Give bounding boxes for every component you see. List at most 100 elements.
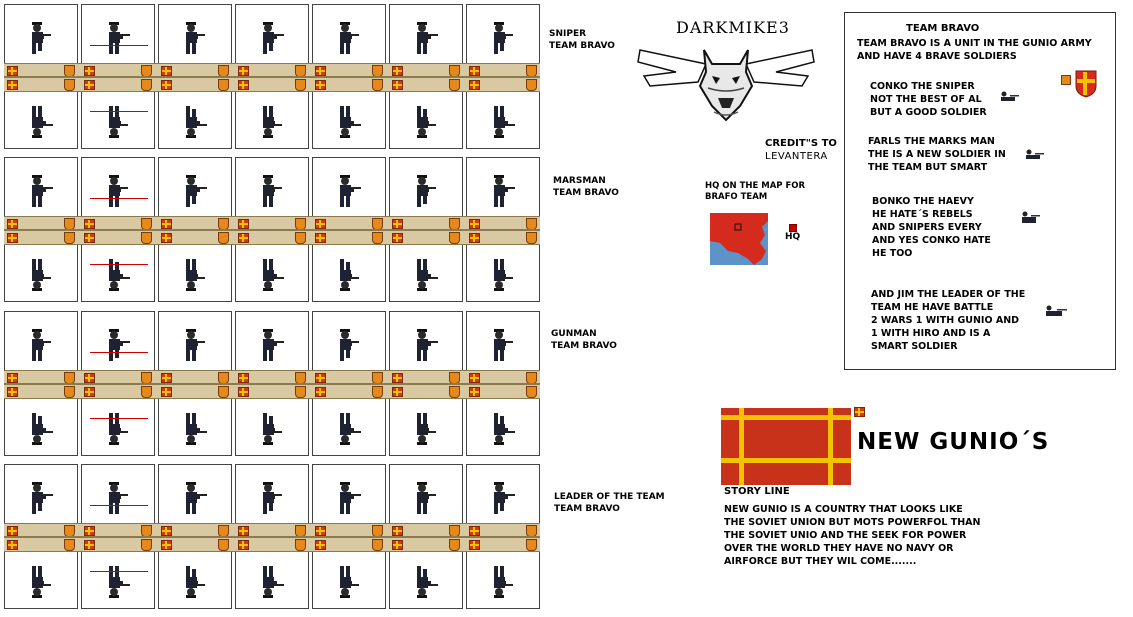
mini-flag-icon bbox=[161, 526, 172, 536]
soldier-icon bbox=[23, 174, 53, 212]
soldier-icon bbox=[23, 254, 53, 292]
shield-icon bbox=[526, 65, 537, 77]
hq-marker-icon bbox=[734, 223, 742, 231]
credits: CREDIT"S TO LEVANTERA bbox=[765, 137, 837, 163]
shield-icon bbox=[295, 539, 306, 551]
mini-flag-icon bbox=[84, 373, 95, 383]
story-line: OVER THE WORLD THEY HAVE NO NAVY OR bbox=[724, 543, 954, 554]
mini-flag-icon bbox=[392, 66, 403, 76]
mini-flag-icon bbox=[469, 373, 480, 383]
mini-flag-icon bbox=[161, 540, 172, 550]
aim-line bbox=[90, 198, 148, 199]
mini-flag-icon bbox=[7, 387, 18, 397]
shield-icon bbox=[526, 232, 537, 244]
shield-icon bbox=[449, 232, 460, 244]
shield-icon bbox=[372, 386, 383, 398]
mini-flag-icon bbox=[161, 66, 172, 76]
soldier-icon bbox=[331, 101, 361, 139]
shield-icon bbox=[526, 386, 537, 398]
mini-flag-icon bbox=[315, 540, 326, 550]
soldier-icon bbox=[100, 328, 130, 366]
counter-sheet bbox=[4, 157, 540, 306]
soldier-icon bbox=[331, 561, 361, 599]
soldier-icon bbox=[100, 408, 130, 446]
mini-flag-icon bbox=[84, 387, 95, 397]
mini-flag-icon bbox=[84, 526, 95, 536]
winged-dog-icon bbox=[637, 49, 815, 122]
member-line: AND SNIPERS EVERY bbox=[872, 222, 982, 233]
soldier-icon bbox=[100, 101, 130, 139]
shield-icon bbox=[64, 65, 75, 77]
soldier-icon bbox=[177, 101, 207, 139]
role-line: GUNMAN bbox=[551, 329, 597, 339]
mini-flag-icon bbox=[392, 233, 403, 243]
member-line: CONKO THE SNIPER bbox=[870, 81, 975, 92]
soldier-icon bbox=[254, 101, 284, 139]
counter-sheet bbox=[4, 311, 540, 460]
mini-flag-icon bbox=[238, 373, 249, 383]
intro-line: AND HAVE 4 BRAVE SOLDIERS bbox=[857, 51, 1017, 62]
mini-flag-icon bbox=[315, 373, 326, 383]
soldier-icon bbox=[254, 254, 284, 292]
soldier-icon bbox=[408, 328, 438, 366]
soldier-icon bbox=[254, 328, 284, 366]
soldier-icon bbox=[23, 101, 53, 139]
soldier-icon bbox=[254, 561, 284, 599]
aim-line bbox=[90, 571, 148, 572]
counter-strip bbox=[4, 523, 540, 552]
shield-icon bbox=[218, 65, 229, 77]
soldier-icon bbox=[177, 408, 207, 446]
soldier-icon bbox=[177, 174, 207, 212]
counter-strip bbox=[4, 370, 540, 399]
mini-flag-icon bbox=[161, 373, 172, 383]
member-jim: AND JIM THE LEADER OF THE TEAM HE HAVE B… bbox=[871, 288, 1025, 353]
hq-legend-label: HQ bbox=[785, 232, 801, 242]
map-caption-line: HQ ON THE MAP FOR bbox=[705, 181, 806, 191]
soldier-icon bbox=[408, 21, 438, 59]
shield-icon bbox=[526, 218, 537, 230]
story-line: THE SOVIET UNIO AND THE SEEK FOR POWER bbox=[724, 530, 967, 541]
soldier-icon bbox=[23, 328, 53, 366]
mini-flag-icon bbox=[469, 387, 480, 397]
shield-icon bbox=[218, 372, 229, 384]
soldier-icon bbox=[23, 481, 53, 519]
counter-sheet bbox=[4, 4, 540, 153]
shield-icon bbox=[295, 79, 306, 91]
sheet-label-leader: LEADER OF THE TEAM TEAM BRAVO bbox=[554, 491, 665, 515]
team-line: TEAM BRAVO bbox=[554, 504, 620, 514]
mini-flag-icon bbox=[469, 219, 480, 229]
mini-flag-icon bbox=[238, 526, 249, 536]
member-line: THE IS A NEW SOLDIER IN bbox=[868, 149, 1006, 160]
member-conko: CONKO THE SNIPER NOT THE BEST OF AL BUT … bbox=[870, 80, 987, 119]
mini-flag-icon bbox=[315, 526, 326, 536]
shield-icon bbox=[295, 218, 306, 230]
mini-flag-icon bbox=[161, 233, 172, 243]
mini-flag-icon bbox=[469, 540, 480, 550]
soldier-icon bbox=[485, 328, 515, 366]
soldier-icon bbox=[177, 254, 207, 292]
prone-soldier-icon bbox=[1046, 305, 1067, 316]
shield-icon bbox=[218, 218, 229, 230]
shield-icon bbox=[218, 232, 229, 244]
mini-flag-icon bbox=[84, 219, 95, 229]
shield-icon bbox=[526, 539, 537, 551]
mini-flag-icon bbox=[7, 80, 18, 90]
mini-flag-icon bbox=[7, 526, 18, 536]
soldier-icon bbox=[23, 561, 53, 599]
shield-icon bbox=[141, 539, 152, 551]
member-line: AND JIM THE LEADER OF THE bbox=[871, 289, 1026, 300]
shield-icon bbox=[526, 525, 537, 537]
team-line: TEAM BRAVO bbox=[553, 188, 619, 198]
shield-icon bbox=[141, 218, 152, 230]
shield-icon bbox=[449, 539, 460, 551]
soldier-icon bbox=[331, 481, 361, 519]
mini-flag-icon bbox=[315, 80, 326, 90]
aim-line bbox=[90, 111, 148, 112]
soldier-icon bbox=[100, 254, 130, 292]
shield-icon bbox=[64, 79, 75, 91]
mini-flag-icon bbox=[315, 233, 326, 243]
member-line: BONKO THE HAEVY bbox=[872, 196, 974, 207]
member-line: BUT A GOOD SOLDIER bbox=[870, 107, 987, 118]
soldier-icon bbox=[408, 101, 438, 139]
shield-icon bbox=[218, 539, 229, 551]
